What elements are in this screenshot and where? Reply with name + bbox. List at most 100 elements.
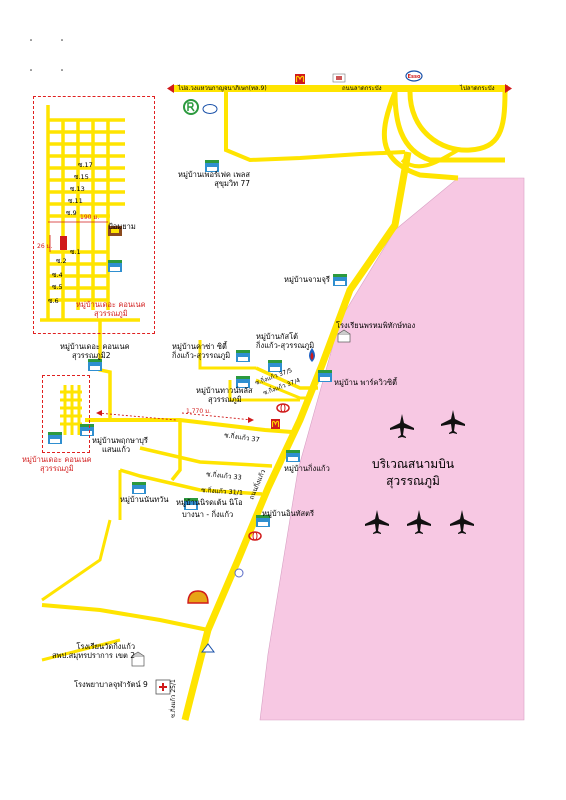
road-soi-37-4 [255, 378, 310, 400]
label-temple-school-1: โรงเรียนวัดกิ่งแก้ว [76, 642, 136, 651]
road-kingkaew [181, 151, 412, 721]
label-the-connect-3-b: สุวรรณภูมิ [40, 464, 74, 474]
label-airport-1: บริเวณสนามบิน [372, 457, 455, 471]
label-pruksa-1: หมู่บ้านพฤกษาบุรี [92, 436, 148, 445]
soi-33-label: ซ.กิ่งแก้ว 33 [206, 469, 242, 482]
road-bottom-left-2 [41, 638, 121, 662]
label-temple-school: โรงเรียนวัดกิ่งแก้ว สพป.สมุทรปราการ เขต … [52, 642, 135, 661]
label-ponyam: ป้อมยาม [108, 222, 136, 231]
label-the-connect-1-a: หมู่บ้านเดอะ คอนเนค [76, 300, 146, 309]
label-the-connect-3-a: หมู่บ้านเดอะ คอนเนค [22, 455, 92, 464]
arrow-left-top [167, 84, 174, 93]
green-r-icon [183, 99, 199, 115]
distance-1770: 1,770 ม. [186, 408, 211, 415]
road-label-top-right: ไปลาดกระบัง [460, 85, 495, 92]
road-grid-small [60, 385, 82, 435]
toyota-icon [276, 403, 290, 413]
ptt-icon [309, 348, 315, 362]
label-the-connect-1-b: สุวรรณภูมิ [94, 309, 128, 319]
village-icons [48, 160, 347, 527]
road-soi-33 [139, 446, 273, 468]
label-pruksa-2: แสนแก้ว [102, 445, 131, 455]
soi-4: ซ.4 [52, 271, 63, 279]
road-soi-37 [85, 418, 293, 434]
red-building [60, 236, 67, 250]
soi-9: ซ.9 [66, 209, 77, 217]
shell-icon [187, 590, 209, 604]
airplanes [365, 410, 474, 534]
road-casa [198, 340, 256, 370]
road-interchange [382, 91, 508, 181]
label-nirvana: หมู่บ้านนิรดเต้น นิโอ บางนา - กิ่งแก้ว [176, 498, 243, 520]
road-town-plus [228, 380, 300, 402]
label-temple-school-2: สพป.สมุทรปราการ เขต 2 [52, 651, 136, 661]
road-bottom-left [41, 603, 209, 632]
soi-15: ซ.15 [74, 173, 89, 181]
label-the-connect-1: หมู่บ้านเดอะ คอนเนค สุวรรณภูมิ [76, 300, 146, 319]
soi-31-1-label: ซ.กิ่งแก้ว 31/1 [201, 485, 244, 497]
label-airport-2: สุวรรณภูมิ [386, 474, 440, 489]
label-kasettai-1: หมู่บ้านกัสโต้ [256, 332, 299, 341]
label-town-plus-2: สุวรรณภูมิ [208, 395, 242, 405]
arrow-head-right [248, 417, 254, 423]
road-lat-krabang [172, 85, 508, 92]
hospital-icon [155, 679, 171, 695]
distance-190: 190 ม. [80, 214, 100, 221]
label-the-connect-3: หมู่บ้านเดอะ คอนเนค สุวรรณภูมิ [22, 455, 92, 474]
road-bottom-left-3 [41, 519, 112, 602]
label-perfect-place: หมู่บ้านเพอร์เฟค เพลส สุขุมวิท 77 [178, 170, 250, 189]
label-the-connect-2: หมู่บ้านเดอะ คอนเนค สุวรรณภูมิ2 [60, 342, 130, 361]
distance-26: 26 ม. [37, 243, 53, 250]
soi-11: ซ.11 [68, 197, 83, 205]
building-logo-icon [332, 73, 346, 83]
guard-post-icon [108, 226, 122, 236]
esso-icon: Esso [405, 70, 423, 82]
road-label-top-mid: ถนนลาดกระบัง [342, 85, 382, 92]
label-perfect-place-1: หมู่บ้านเพอร์เฟค เพลส [178, 170, 250, 179]
arrow-right-top [505, 84, 512, 93]
label-casa-1: หมู่บ้านคาซ่า ซิตี้ [172, 342, 227, 351]
road-grid-left [40, 105, 140, 322]
label-nanthawan: หมู่บ้านนันทวัน [120, 495, 169, 504]
road-label-top-left: ไปอ.วงแหวนกาญจนาภิเษก(ทล.9) [178, 85, 267, 92]
mcdonalds-icon-2 [271, 419, 280, 429]
distance-arrow-1770 [97, 412, 253, 421]
toyota-icon-2 [248, 531, 262, 541]
road-soi-37-branch [170, 420, 182, 482]
arrow-head-left [96, 410, 102, 416]
corner-dots [30, 39, 63, 71]
label-nirvana-2: บางนา - กิ่งแก้ว [182, 510, 234, 520]
label-park-city: หมู่บ้าน พาร์ควิวซิตี้ [334, 378, 397, 387]
airport-area [259, 177, 525, 721]
label-kasettai: หมู่บ้านกัสโต้ กิ่งแก้ว-สุวรรณภูมิ [256, 332, 314, 351]
label-jamjuree: หมู่บ้านจามจุรี [284, 275, 330, 284]
label-pruksa: หมู่บ้านพฤกษาบุรี แสนแก้ว [92, 436, 148, 455]
esso-icon-2 [202, 104, 218, 114]
soi-13: ซ.13 [70, 185, 85, 193]
road-soi-31-1 [119, 468, 263, 496]
road-perfect-place [224, 92, 406, 163]
label-the-connect-2-a: หมู่บ้านเดอะ คอนเนค [60, 342, 130, 351]
road-soi-bottom-label: ซ.กิ่งแก้ว 25/1 [169, 679, 177, 718]
pin-icon-2 [201, 643, 215, 653]
soi-17: ซ.17 [78, 161, 93, 169]
label-kingkaew-village: หมู่บ้านกิ่งแก้ว [284, 464, 330, 473]
road-soi-37-5 [255, 366, 318, 390]
label-nirvana-1: หมู่บ้านนิรดเต้น นิโอ [176, 498, 243, 507]
label-school: โรงเรียนพรหมพิทักษ์ทอง [336, 321, 416, 330]
soi-37-label: ซ.กิ่งแก้ว 37 [224, 430, 261, 444]
label-town-plus-1: หมู่บ้านทาวน์พลัส [196, 386, 253, 395]
soi-2: ซ.2 [56, 257, 67, 265]
label-casa: หมู่บ้านคาซ่า ซิตี้ กิ่งแก้ว-สุวรรณภูมิ [172, 342, 230, 361]
label-airport: บริเวณสนามบิน สุวรรณภูมิ [372, 456, 454, 491]
label-town-plus: หมู่บ้านทาวน์พลัส สุวรรณภูมิ [196, 386, 253, 405]
soi-1: ซ.1 [70, 248, 81, 256]
soi-6: ซ.6 [48, 297, 59, 305]
label-hospital: โรงพยาบาลจุฬารัตน์ 9 [74, 680, 148, 689]
school-icon-2 [131, 651, 145, 667]
label-golden: หมู่บ้านอินทัสตรี [262, 509, 315, 518]
connect-area-3-box [42, 375, 90, 453]
svg-text:Esso: Esso [408, 74, 421, 80]
label-kasettai-2: กิ่งแก้ว-สุวรรณภูมิ [256, 341, 315, 351]
